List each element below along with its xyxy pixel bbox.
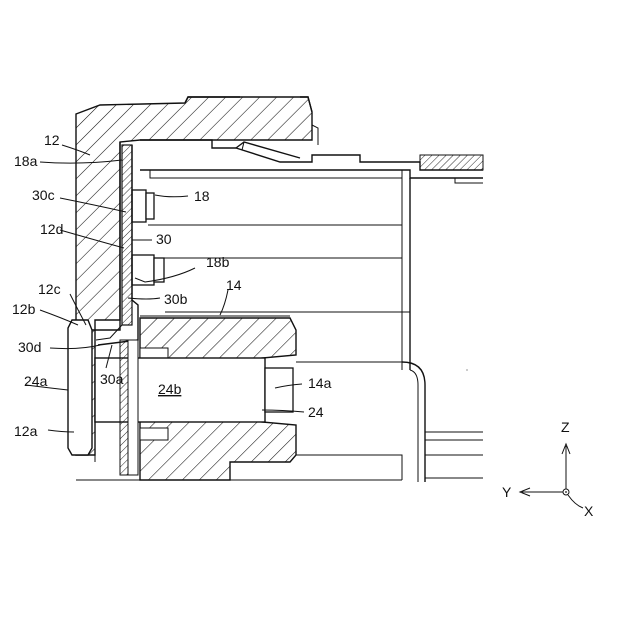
label-12d: 12d	[40, 221, 63, 237]
label-30: 30	[156, 231, 172, 247]
label-30d: 30d	[18, 339, 41, 355]
label-12a: 12a	[14, 423, 38, 439]
head-24a	[68, 320, 92, 455]
label-24a: 24a	[24, 373, 48, 389]
label-14a: 14a	[308, 375, 332, 391]
label-18a: 18a	[14, 153, 38, 169]
label-30a: 30a	[100, 371, 124, 387]
label-24b: 24b	[158, 381, 182, 397]
label-12b: 12b	[12, 301, 36, 317]
label-14: 14	[226, 277, 242, 293]
coordinate-axes: Z Y X	[502, 419, 594, 519]
label-18b: 18b	[206, 254, 230, 270]
label-24: 24	[308, 404, 324, 420]
axis-label-z: Z	[561, 419, 570, 435]
label-30b: 30b	[164, 291, 188, 307]
label-12: 12	[44, 132, 60, 148]
label-18: 18	[194, 188, 210, 204]
label-12c: 12c	[38, 281, 61, 297]
label-30c: 30c	[32, 187, 55, 203]
axis-label-x: X	[584, 503, 594, 519]
axis-label-y: Y	[502, 484, 512, 500]
